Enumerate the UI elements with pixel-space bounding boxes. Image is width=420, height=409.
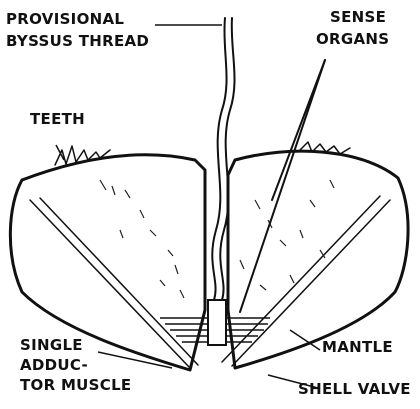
shell-valve-label: SHELL VALVE xyxy=(298,380,411,398)
mantle-label: MANTLE xyxy=(322,338,393,356)
adductor-label-line1: SINGLE xyxy=(20,336,83,354)
sense-organs xyxy=(240,60,325,312)
byssus-thread xyxy=(208,18,235,345)
adductor-label-line3: TOR MUSCLE xyxy=(20,376,131,394)
sense-label-line1: SENSE xyxy=(330,8,386,26)
adductor-label-line2: ADDUC- xyxy=(20,356,88,374)
byssus-label-line1: PROVISIONAL xyxy=(6,10,124,28)
byssus-label-line2: BYSSUS THREAD xyxy=(6,32,149,50)
leader-lines xyxy=(56,25,320,388)
sense-label-line2: ORGANS xyxy=(316,30,389,48)
teeth-label: TEETH xyxy=(30,110,85,128)
teeth-edge xyxy=(55,142,350,165)
